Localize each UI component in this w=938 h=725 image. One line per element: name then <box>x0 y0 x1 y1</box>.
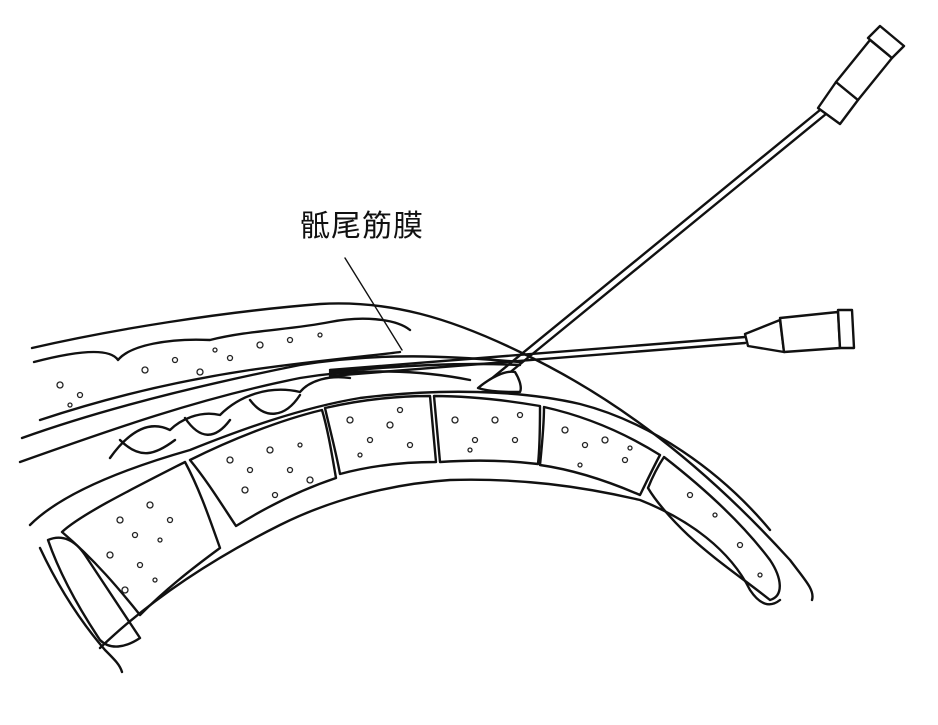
sacral-canal-inner <box>98 478 782 650</box>
vertebra-3 <box>323 394 438 476</box>
vertebra-4 <box>432 394 542 466</box>
needle-steep-shaft <box>478 108 822 390</box>
subcutaneous-fat-bottom <box>38 350 402 422</box>
vertebra-2 <box>188 408 338 528</box>
disc-left <box>46 536 142 648</box>
subcutaneous-fat-top <box>32 317 412 364</box>
label-sacrococcygeal-ligament: 骶尾筋膜 <box>300 209 424 244</box>
needle-tip-region <box>476 370 522 394</box>
needle-shallow-syringe <box>778 310 842 354</box>
deep-layer <box>28 390 772 532</box>
sacrococcygeal-ligament <box>328 362 522 374</box>
needle-steep-cap <box>866 24 906 60</box>
bone-texture <box>56 332 763 594</box>
label-leader-line <box>344 257 403 351</box>
skin-outline <box>30 302 814 602</box>
needle-steep-shaft-2 <box>484 112 828 394</box>
needle-shallow-shaft <box>328 335 747 372</box>
needle-shallow-cap <box>836 308 856 350</box>
fascia-layer <box>20 355 522 440</box>
fascia-layer-2 <box>18 370 472 464</box>
needle-shallow-hub <box>743 318 786 354</box>
vessel-network <box>108 376 352 460</box>
vertebra-1 <box>60 460 222 617</box>
needle-shallow-shaft-2 <box>328 341 747 378</box>
posterior-outline <box>38 546 124 674</box>
coccyx <box>646 455 781 602</box>
vertebra-5 <box>538 405 662 497</box>
